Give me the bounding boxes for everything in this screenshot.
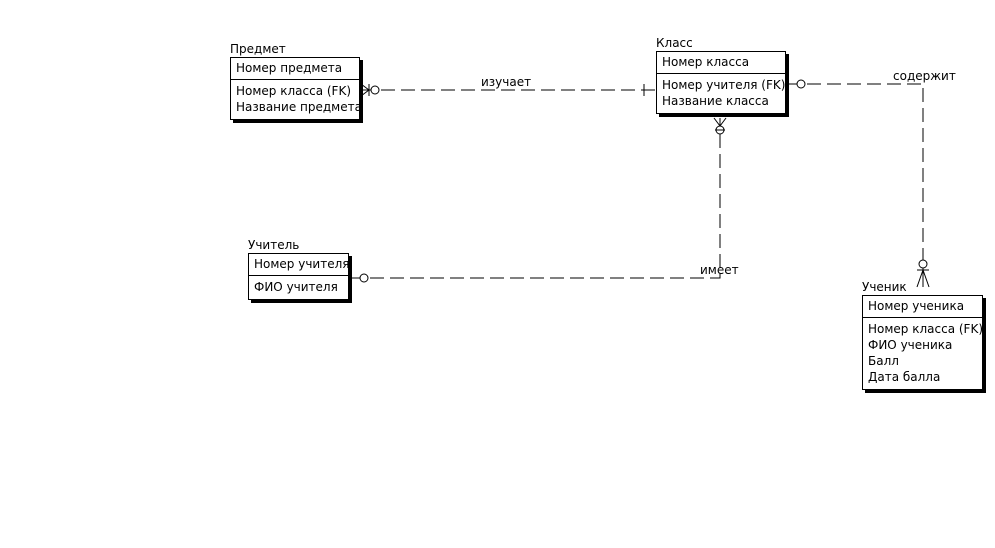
entity-uchenik: Ученик Номер ученика Номер класса (FK) Ф… [862, 280, 983, 390]
attribute: Балл [868, 354, 899, 368]
entity-title: Учитель [248, 238, 300, 252]
attribute: Название предмета [236, 100, 362, 114]
cardinality-zero-many-uchenik [916, 259, 930, 288]
primary-key-section: Номер предмета [231, 58, 359, 80]
attribute: Номер учителя (FK) [662, 78, 786, 92]
attributes-section: Номер учителя (FK) Название класса [657, 74, 785, 113]
entity-title: Ученик [862, 280, 907, 294]
relationship-label-soderzhit: содержит [893, 69, 956, 83]
attributes-section: Номер класса (FK) Название предмета [231, 80, 362, 119]
attribute: Номер класса (FK) [236, 84, 352, 98]
entity-box: Номер класса Номер учителя (FK) Название… [656, 51, 786, 114]
primary-key-section: Номер учителя [249, 254, 350, 276]
attribute: Номер класса (FK) [868, 322, 984, 336]
entity-predmet: Предмет Номер предмета Номер класса (FK)… [230, 42, 362, 120]
entity-klass: Класс Номер класса Номер учителя (FK) На… [656, 36, 786, 114]
primary-key-section: Номер класса [657, 52, 785, 74]
cardinality-zero-uchitel [359, 273, 369, 283]
pk-attribute: Номер учителя [254, 257, 350, 271]
pk-attribute: Номер предмета [236, 61, 343, 75]
relationship-line-soderzhit [787, 83, 924, 287]
cardinality-zero-many-predmet [360, 83, 380, 97]
entity-box: Номер ученика Номер класса (FK) ФИО учен… [862, 295, 983, 390]
relationship-label-izuchaet: изучает [481, 75, 532, 89]
entity-title: Предмет [230, 42, 286, 56]
attributes-section: ФИО учителя [249, 276, 348, 299]
attribute: ФИО ученика [868, 338, 953, 352]
pk-attribute: Номер ученика [868, 299, 965, 313]
primary-key-section: Номер ученика [863, 296, 982, 318]
cardinality-zero-klass-right [796, 79, 806, 89]
entity-box: Номер предмета Номер класса (FK) Названи… [230, 57, 362, 120]
entity-box: Номер учителя ФИО учителя [248, 253, 349, 300]
attribute: Название класса [662, 94, 769, 108]
relationship-line-imeet [350, 118, 721, 279]
pk-attribute: Номер класса [662, 55, 750, 69]
cardinality-zero-many-klass-bottom [713, 117, 727, 135]
attribute: Дата балла [868, 370, 941, 384]
relationship-label-imeet: имеет [700, 263, 739, 277]
entity-title: Класс [656, 36, 693, 50]
attributes-section: Номер класса (FK) ФИО ученика Балл Дата … [863, 318, 984, 389]
entity-uchitel: Учитель Номер учителя ФИО учителя [248, 238, 349, 300]
attribute: ФИО учителя [254, 280, 338, 294]
